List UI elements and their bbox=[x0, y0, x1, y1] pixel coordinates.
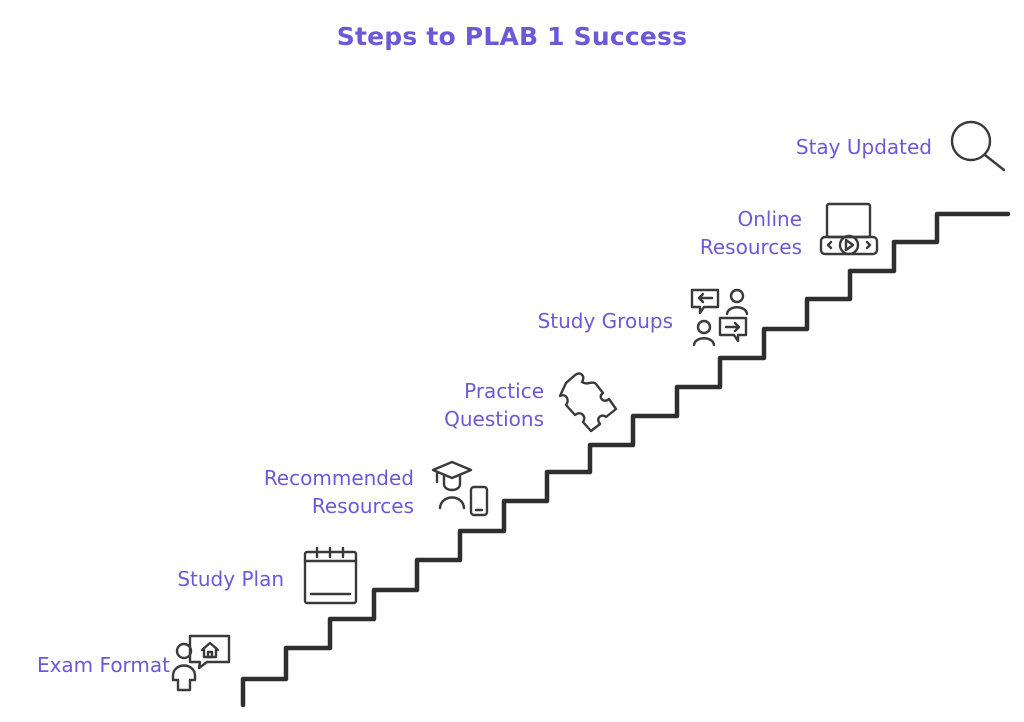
step-practice-questions: Practice Questions bbox=[444, 372, 618, 433]
step-stay-updated: Stay Updated bbox=[796, 120, 1006, 172]
diagram-title: Steps to PLAB 1 Success bbox=[336, 22, 688, 51]
step-label: Practice bbox=[464, 379, 544, 403]
step-online-resources: Online Resources bbox=[700, 202, 879, 259]
step-label: Exam Format bbox=[37, 653, 170, 677]
step-label: Online bbox=[737, 207, 802, 231]
step-recommended-resources: Recommended Resources bbox=[264, 460, 489, 518]
step-label: Questions bbox=[444, 407, 544, 431]
magnifier-icon bbox=[950, 120, 1006, 172]
staircase-line bbox=[240, 211, 1011, 708]
step-exam-format: Exam Format bbox=[37, 634, 231, 692]
step-label: Resources bbox=[700, 235, 802, 259]
step-study-plan: Study Plan bbox=[177, 546, 358, 605]
puzzle-piece-icon bbox=[558, 372, 618, 433]
calendar-icon bbox=[303, 546, 358, 605]
graduate-phone-icon bbox=[431, 460, 489, 517]
step-label: Resources bbox=[312, 494, 414, 518]
step-label: Stay Updated bbox=[796, 135, 932, 159]
people-chat-icon bbox=[690, 288, 749, 347]
step-study-groups: Study Groups bbox=[538, 288, 749, 347]
person-home-speech-icon bbox=[171, 634, 231, 692]
video-player-icon bbox=[819, 202, 879, 256]
step-label: Study Groups bbox=[538, 309, 673, 333]
step-label: Recommended bbox=[264, 466, 414, 490]
step-label: Study Plan bbox=[177, 567, 284, 591]
